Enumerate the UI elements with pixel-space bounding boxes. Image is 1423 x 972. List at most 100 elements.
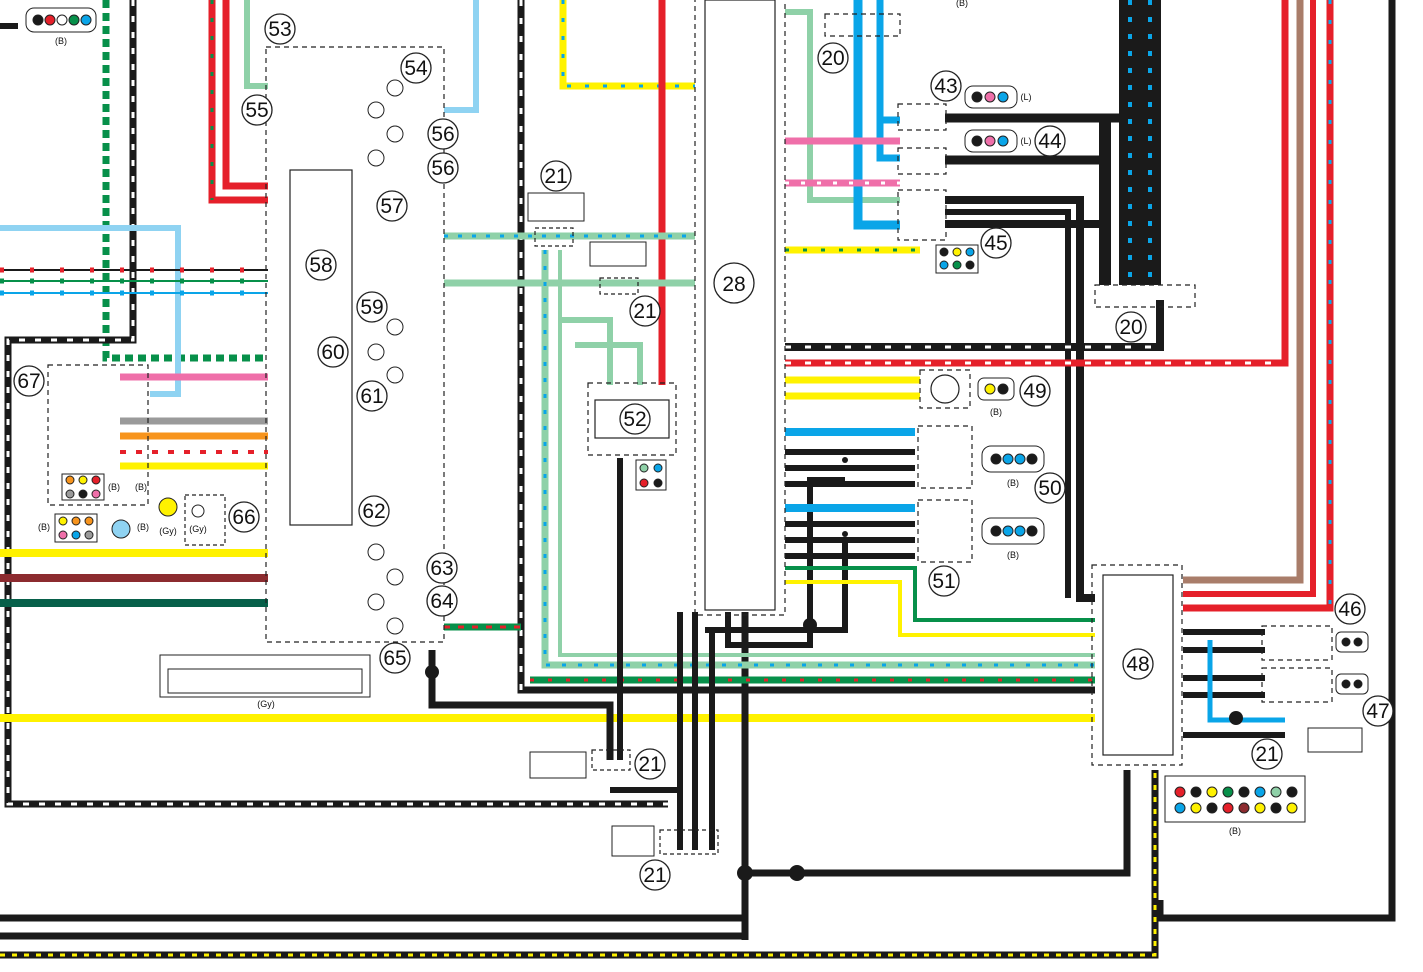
callout-59 [356, 291, 388, 323]
junctions [425, 457, 1243, 881]
pin [997, 91, 1009, 103]
wire-red-r2 [1183, 0, 1334, 612]
wire-blue-2 [876, 0, 900, 124]
callout-number: 56 [431, 123, 454, 146]
callout-number: 56 [431, 157, 454, 180]
callout-47 [1362, 695, 1394, 727]
callout-number: 59 [360, 296, 383, 319]
pin [984, 383, 996, 395]
junction-dot [789, 865, 805, 881]
connector-label: (L) [1021, 136, 1032, 146]
connector-label: (B) [38, 522, 50, 532]
callout-numbers: 53 54 55 56 56 57 58 59 60 61 62 63 64 6… [17, 18, 1389, 887]
pin [997, 135, 1009, 147]
frame-21b [599, 277, 639, 295]
pin [32, 14, 44, 26]
callout-number: 62 [362, 500, 385, 523]
pin [939, 260, 949, 270]
pin [1002, 453, 1014, 465]
led-62 [367, 543, 385, 561]
junction-dot [737, 865, 753, 881]
pin [65, 489, 75, 499]
pin [1014, 453, 1026, 465]
wire-light-green-v [541, 250, 1095, 669]
callout-number: 50 [1038, 477, 1061, 500]
connector-49 [977, 377, 1015, 401]
wire-lg-to-52b [575, 342, 643, 385]
callout-number: 57 [380, 195, 403, 218]
callout-62 [358, 495, 390, 527]
frame-67 [47, 364, 149, 506]
wire-blue-3 [876, 120, 900, 162]
callout-56a [427, 118, 459, 150]
pin [952, 247, 962, 257]
pin [653, 463, 663, 473]
frame-50a [917, 425, 973, 489]
callout-20a [817, 42, 849, 74]
pin [971, 91, 983, 103]
connector-label: (B) [1007, 550, 1019, 560]
callout-number: 45 [984, 232, 1007, 255]
wire-lg-to-52 [560, 317, 613, 385]
frame-48 [1091, 564, 1183, 766]
pin [1002, 525, 1014, 537]
pin [990, 525, 1002, 537]
callout-61 [356, 380, 388, 412]
small-labels: (B) (B) (L) (L) (B) (B) (B) (B) (B) (B) … [38, 0, 1241, 836]
frame-47 [1261, 667, 1333, 703]
pin [1174, 786, 1186, 798]
pin [984, 91, 996, 103]
callout-55 [241, 94, 273, 126]
connector-46 [1335, 631, 1369, 653]
callout-57 [376, 190, 408, 222]
pin [1238, 786, 1250, 798]
pin [78, 489, 88, 499]
wire-light-blue-top [444, 0, 479, 113]
wire-light-blue [0, 225, 181, 397]
pin [1286, 802, 1298, 814]
callout-43 [930, 70, 962, 102]
callout-21b [629, 295, 661, 327]
connector-label: (Gy) [189, 524, 207, 534]
callout-number: 46 [1338, 598, 1361, 621]
wires [0, 0, 1396, 959]
led-63a [386, 568, 404, 586]
pin [1353, 679, 1363, 689]
connector-label: (Gy) [257, 699, 275, 709]
callout-number: 61 [360, 385, 383, 408]
callout-21d [639, 859, 671, 891]
wire-blue-big [853, 0, 900, 230]
callout-number: 43 [934, 75, 957, 98]
pin [1026, 453, 1038, 465]
pin [1238, 802, 1250, 814]
led-60 [367, 343, 385, 361]
led-63b [367, 593, 385, 611]
pin [1222, 786, 1234, 798]
led-61 [386, 366, 404, 384]
callout-20b [1115, 311, 1147, 343]
callout-number: 20 [821, 47, 844, 70]
connector-label: (L) [1021, 92, 1032, 102]
callout-number: 21 [1255, 743, 1278, 766]
frame-52 [587, 382, 677, 456]
callout-64 [426, 585, 458, 617]
wire-red-r1 [1183, 0, 1316, 597]
led-59 [386, 318, 404, 336]
led-56a [386, 125, 404, 143]
callout-number: 64 [430, 590, 454, 613]
callout-number: 21 [633, 300, 656, 323]
pin [1174, 802, 1186, 814]
wire-black-28-d [725, 477, 845, 648]
pin [58, 516, 68, 526]
frame-49 [919, 369, 971, 409]
pin [58, 530, 68, 540]
wire-black-to-48 [745, 770, 1131, 877]
pin [1353, 637, 1363, 647]
pin [1254, 786, 1266, 798]
pin [1026, 525, 1038, 537]
connector-faces [25, 7, 1369, 857]
connector-21d [611, 825, 655, 857]
junction-dot [1229, 711, 1243, 725]
pin [653, 478, 663, 488]
callout-21c [634, 748, 666, 780]
